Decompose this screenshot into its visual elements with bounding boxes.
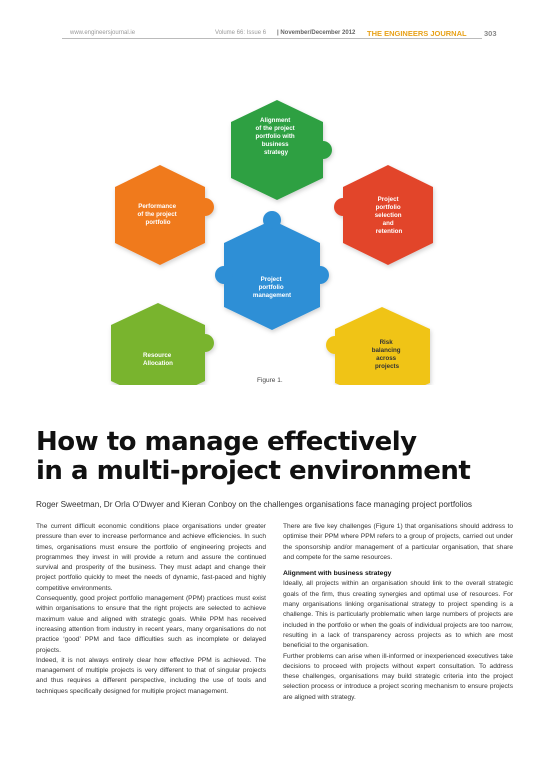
column-left: The current difficult economic condition… — [36, 522, 266, 697]
hex-right-top-text: Project portfolio selection and retentio… — [375, 196, 404, 235]
header-page-number: 303 — [484, 29, 497, 38]
header-journal-name: THE ENGINEERS JOURNAL — [367, 29, 467, 38]
hex-right-bottom-risk: Risk balancing across projects — [326, 307, 430, 385]
paragraph: Further problems can arise when ill-info… — [283, 652, 513, 701]
hex-center-ppm: Project portfolio management — [215, 211, 329, 330]
paragraph: The current difficult economic condition… — [36, 523, 266, 592]
hex-right-bottom-text: Risk balancing across projects — [372, 339, 403, 370]
column-right: There are five key challenges (Figure 1)… — [283, 522, 513, 703]
title-line-2: in a multi-project environment — [36, 456, 471, 486]
paragraph-intro: There are five key challenges (Figure 1)… — [283, 523, 513, 561]
article-title: How to manage effectively in a multi-pro… — [36, 427, 471, 486]
paragraph: Indeed, it is not always entirely clear … — [36, 656, 266, 695]
title-line-1: How to manage effectively — [36, 427, 417, 457]
header-volume: Volume 66: Issue 6 — [215, 30, 267, 36]
section-heading: Alignment with business strategy — [283, 570, 392, 578]
hex-left-bottom-resource: Resource Allocation — [111, 303, 214, 385]
header-divider — [62, 38, 482, 39]
header-date: | November/December 2012 — [277, 30, 356, 36]
hex-right-top-selection: Project portfolio selection and retentio… — [334, 165, 433, 265]
figure-caption: Figure 1. — [257, 377, 283, 384]
figure-hexagon-diagram: Alignment of the project portfolio with … — [111, 100, 433, 385]
header-website[interactable]: www.engineersjournal.ie — [70, 30, 136, 36]
hex-left-top-text: Performance of the project portfolio — [138, 203, 179, 226]
hex-left-bottom-text: Resource Allocation — [143, 352, 173, 367]
hex-top-alignment: Alignment of the project portfolio with … — [231, 100, 332, 200]
hex-top-text: Alignment of the project portfolio with … — [256, 117, 297, 156]
paragraph: Ideally, all projects within an organisa… — [283, 580, 513, 650]
hex-left-top-performance: Performance of the project portfolio — [115, 165, 214, 265]
article-byline: Roger Sweetman, Dr Orla O’Dwyer and Kier… — [36, 500, 472, 509]
paragraph: Consequently, good project portfolio man… — [36, 595, 266, 654]
hex-center-text: Project portfolio management — [253, 276, 291, 299]
